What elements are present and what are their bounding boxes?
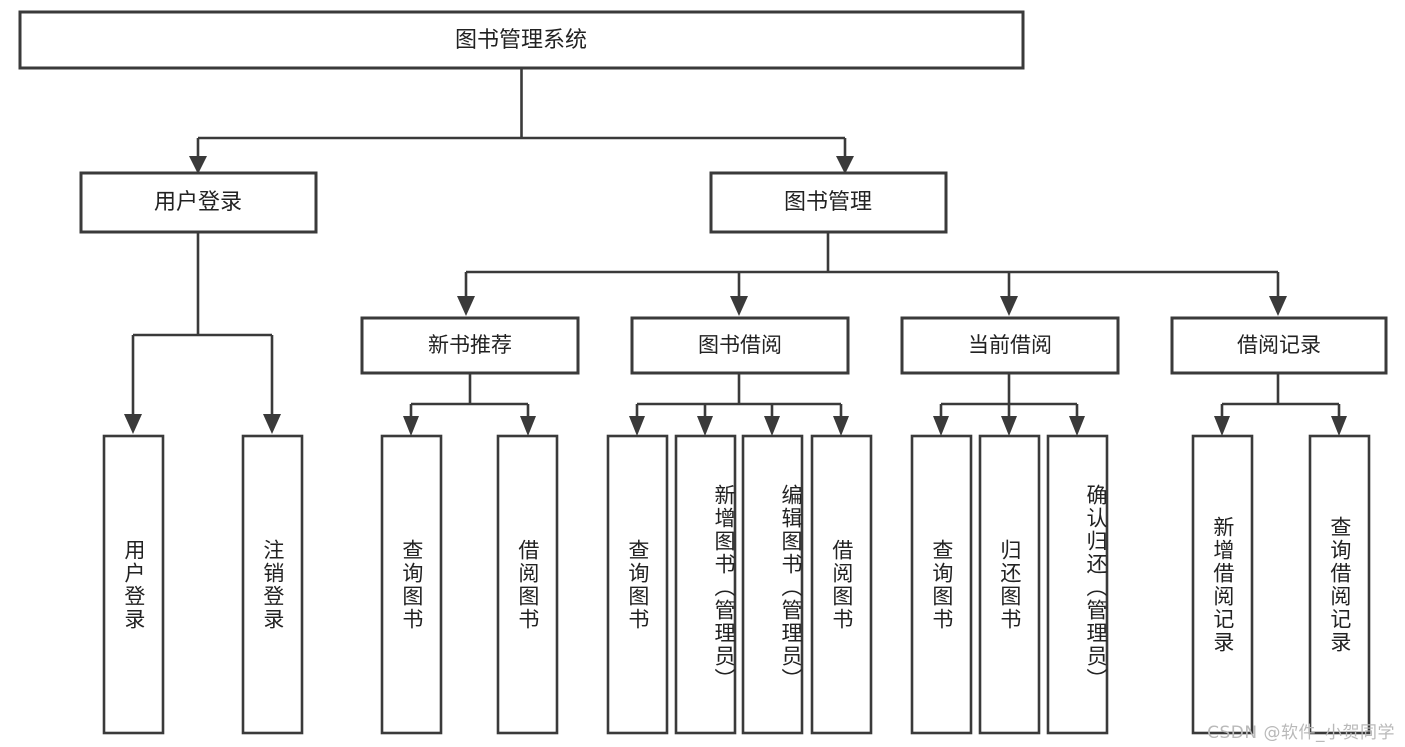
arrowhead-leaf-logout [263,414,281,434]
node-box-leaf-return-book[interactable] [978,434,1041,735]
arrowhead-leaf-borrow-book-2 [833,416,849,436]
node-box-root[interactable] [18,10,1025,70]
node-label-borrow-record: 借阅记录 [1237,333,1321,357]
node-box-borrow-record[interactable] [1170,316,1388,375]
node-box-book-borrow[interactable] [630,316,850,375]
edges-layer [124,68,1347,436]
arrowhead-borrow-record [1269,296,1287,316]
node-label-book-manage: 图书管理 [784,190,872,215]
node-box-leaf-borrow-book-2[interactable] [810,434,873,735]
node-box-leaf-query-record[interactable] [1308,434,1371,735]
node-box-new-book-recommend[interactable] [360,316,580,375]
arrowhead-leaf-confirm-return [1069,416,1085,436]
node-label-user-login: 用户登录 [154,190,242,215]
node-label-book-borrow: 图书借阅 [698,333,782,357]
arrowhead-leaf-add-book [697,416,713,436]
node-box-current-borrow[interactable] [900,316,1120,375]
arrowhead-leaf-return-book [1001,416,1017,436]
arrowhead-book-manage [836,156,854,174]
node-box-leaf-query-book-3[interactable] [910,434,973,735]
node-box-leaf-edit-book[interactable] [741,434,804,735]
node-box-leaf-user-login[interactable] [102,434,165,735]
node-label-root: 图书管理系统 [455,28,587,53]
node-box-leaf-add-record[interactable] [1191,434,1254,735]
arrowhead-leaf-add-record [1214,416,1230,436]
csdn-watermark: CSDN @软件_小贺同学 [1207,723,1395,743]
nodes-layer: 图书管理系统 用户登录 图书管理 新书推荐 图书借阅 当前借阅 借阅记录 [18,10,1388,735]
arrowhead-leaf-query-record [1331,416,1347,436]
node-box-leaf-query-book-1[interactable] [380,434,443,735]
arrowhead-leaf-user-login [124,414,142,434]
node-box-leaf-logout[interactable] [241,434,304,735]
arrowhead-user-login [189,156,207,174]
node-box-leaf-borrow-book-1[interactable] [496,434,559,735]
node-label-new-book-recommend: 新书推荐 [428,333,512,357]
node-box-leaf-add-book[interactable] [674,434,737,735]
arrowhead-leaf-query-book-3 [933,416,949,436]
arrowhead-leaf-query-book-1 [403,416,419,436]
node-box-leaf-confirm-return[interactable] [1046,434,1109,735]
arrowhead-new-book [457,296,475,316]
arrowhead-leaf-borrow-book-1 [520,416,536,436]
node-box-user-login[interactable] [79,171,318,234]
arrowhead-leaf-edit-book [764,416,780,436]
arrowhead-leaf-query-book-2 [629,416,645,436]
node-box-leaf-query-book-2[interactable] [606,434,669,735]
arrowhead-book-borrow [730,296,748,316]
node-label-current-borrow: 当前借阅 [968,333,1052,357]
arrowhead-current-borrow [1000,296,1018,316]
node-box-book-manage[interactable] [709,171,948,234]
